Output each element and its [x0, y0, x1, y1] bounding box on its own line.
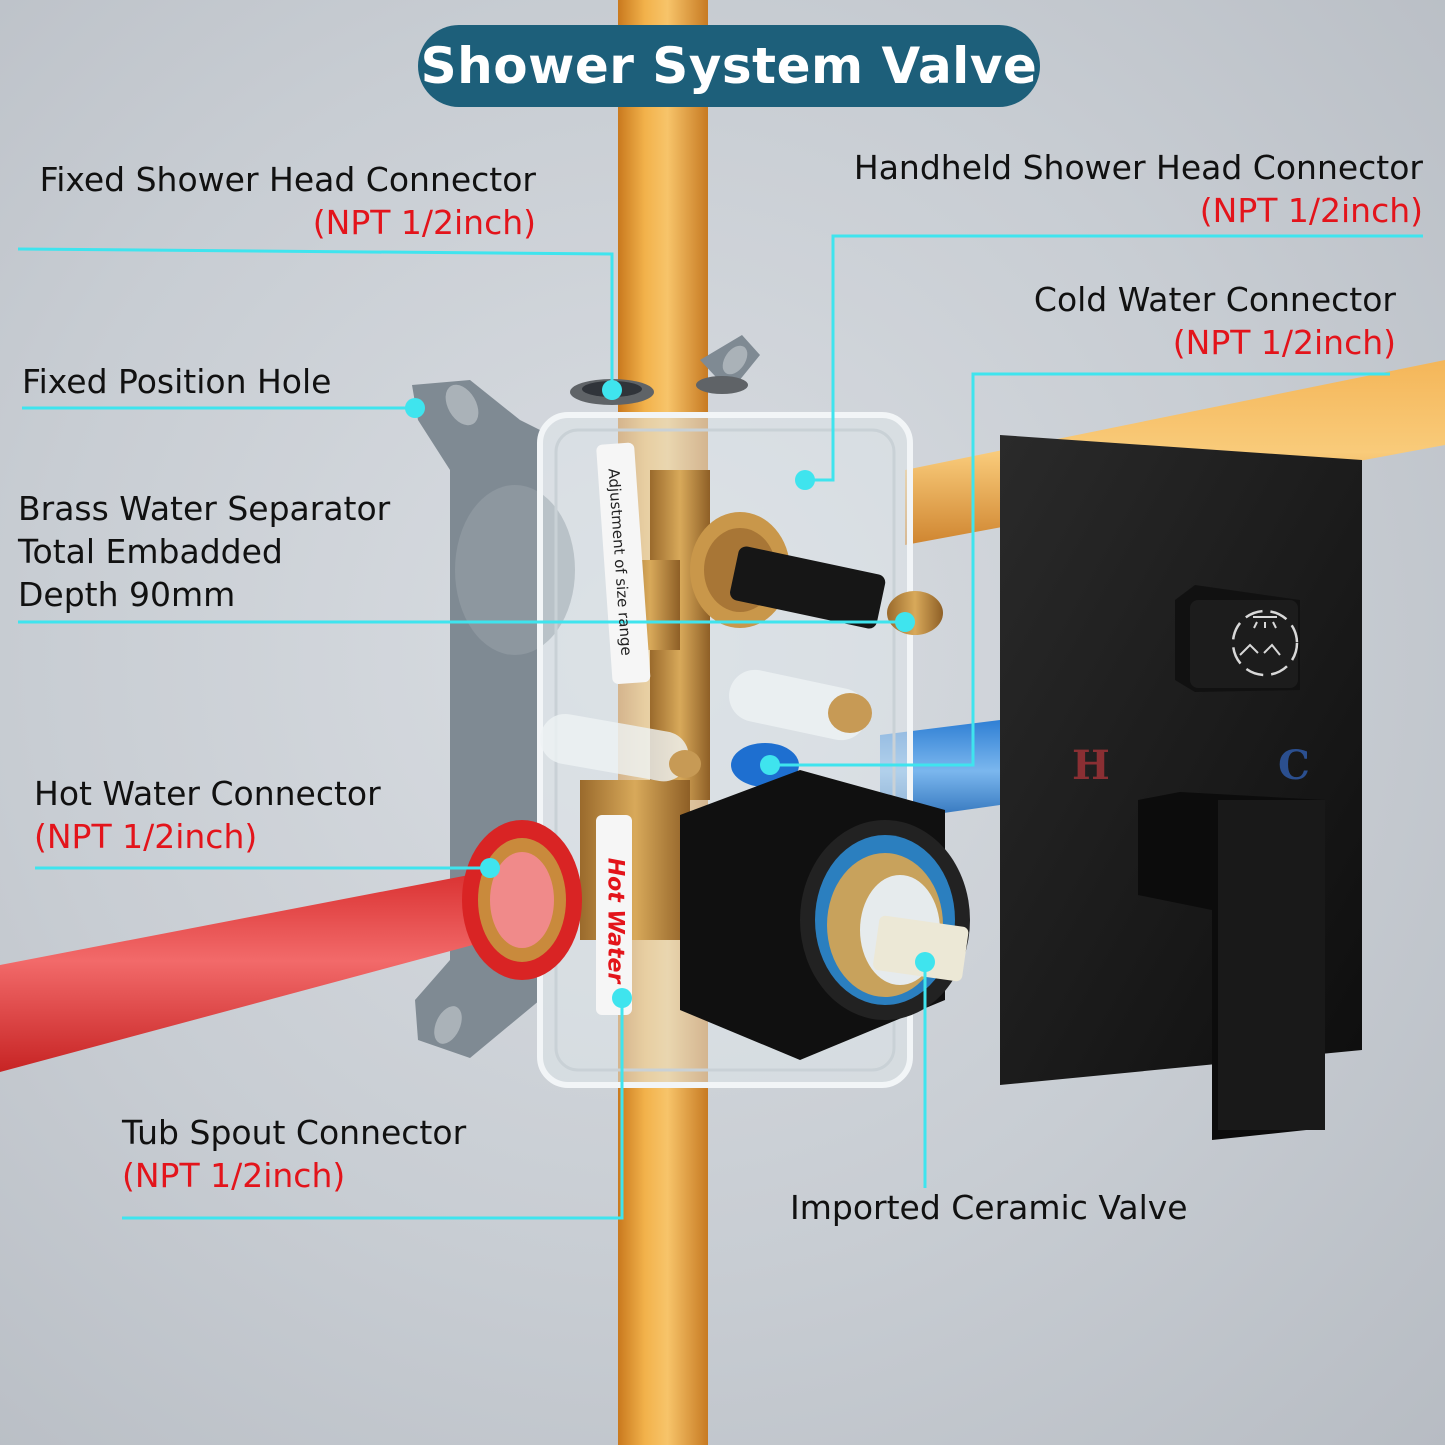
tub-spout-callout-line — [122, 998, 624, 1220]
cold-water-spec: (NPT 1/2inch) — [1172, 323, 1396, 362]
fixed-position-hole-name: Fixed Position Hole — [22, 362, 332, 401]
brass-separator-label: Brass Water Separator Total Embadded Dep… — [18, 487, 390, 616]
handheld-shower-head-name: Handheld Shower Head Connector — [853, 148, 1423, 187]
ceramic-valve-name: Imported Ceramic Valve — [790, 1188, 1188, 1227]
brass-separator-line3: Depth 90mm — [18, 575, 236, 614]
brass-separator-line1: Brass Water Separator — [18, 489, 391, 528]
hot-water-sticker-text: Hot Water — [602, 857, 628, 984]
callout-lines — [17, 234, 1423, 1220]
fixed-position-hole-label: Fixed Position Hole — [22, 360, 331, 403]
fixed-shower-head-spec: (NPT 1/2inch) — [312, 203, 536, 242]
ceramic-valve-label: Imported Ceramic Valve — [790, 1186, 1188, 1229]
hot-water-pipe — [0, 870, 510, 1072]
cold-water-name: Cold Water Connector — [1033, 280, 1396, 319]
hot-water-spec: (NPT 1/2inch) — [34, 817, 258, 856]
ceramic-valve-stem — [873, 915, 969, 982]
fixed-shower-callout-line — [17, 247, 614, 390]
handheld-shower-head-spec: (NPT 1/2inch) — [1199, 191, 1423, 230]
tub-spout-spec: (NPT 1/2inch) — [122, 1156, 346, 1195]
fixed-shower-head-name: Fixed Shower Head Connector — [39, 160, 536, 199]
callout-dots — [405, 380, 935, 1008]
cold-mark: C — [1278, 742, 1310, 789]
brass-separator-line2: Total Embadded — [18, 532, 283, 571]
page-title: Shower System Valve — [418, 25, 1040, 107]
fixed-shower-head-label: Fixed Shower Head Connector (NPT 1/2inch… — [14, 158, 536, 244]
handheld-shower-callout-line — [805, 234, 1423, 482]
cold-water-callout-line — [770, 372, 1390, 767]
size-range-sticker — [596, 442, 651, 685]
cold-water-label: Cold Water Connector (NPT 1/2inch) — [1010, 278, 1396, 364]
hot-water-sticker — [596, 815, 632, 1015]
hot-water-label: Hot Water Connector (NPT 1/2inch) — [34, 772, 381, 858]
tub-spout-name: Tub Spout Connector — [122, 1113, 467, 1152]
tub-spout-label: Tub Spout Connector (NPT 1/2inch) — [122, 1111, 466, 1197]
handheld-shower-head-label: Handheld Shower Head Connector (NPT 1/2i… — [830, 146, 1423, 232]
hot-mark: H — [1072, 742, 1110, 789]
hot-water-name: Hot Water Connector — [34, 774, 381, 813]
